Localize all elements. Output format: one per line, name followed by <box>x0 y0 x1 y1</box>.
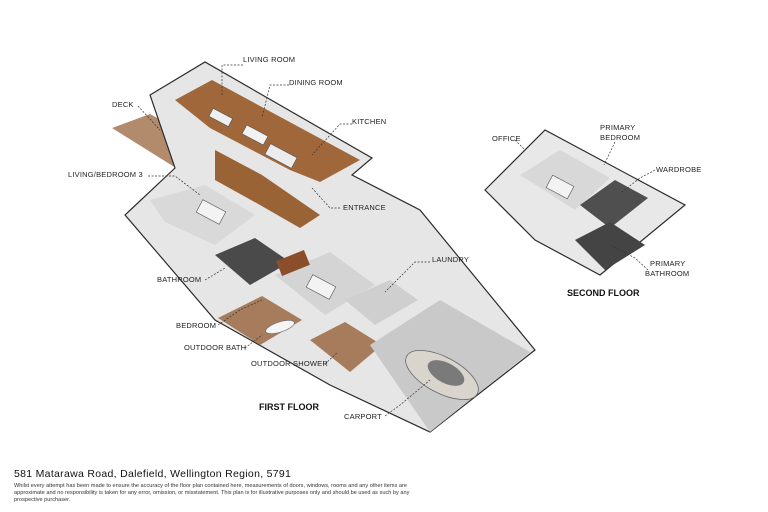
label-primary-bedroom-1: PRIMARY <box>600 123 635 132</box>
living-dining-floor <box>175 80 360 182</box>
first-floor-plan <box>112 61 536 433</box>
wardrobe-unit <box>276 249 310 277</box>
label-bathroom: BATHROOM <box>157 275 201 284</box>
label-deck: DECK <box>112 100 134 109</box>
label-laundry: LAUNDRY <box>432 255 469 264</box>
label-outdoor-shower: OUTDOOR SHOWER <box>251 359 328 368</box>
bathtub <box>265 320 295 334</box>
hall-floor <box>215 150 320 228</box>
label-carport: CARPORT <box>344 412 382 421</box>
primary-bed <box>545 174 575 200</box>
second-floor-title: SECOND FLOOR <box>567 288 640 298</box>
label-primary-bathroom-2: BATHROOM <box>645 269 689 278</box>
sofa <box>208 107 233 127</box>
label-primary-bedroom-2: BEDROOM <box>600 133 640 142</box>
primary-bedroom-floor <box>520 150 610 210</box>
bathroom-floor <box>215 238 290 285</box>
label-outdoor-bath: OUTDOOR BATH <box>184 343 246 352</box>
label-living-room: LIVING ROOM <box>243 55 295 64</box>
label-entrance: ENTRANCE <box>343 203 386 212</box>
wardrobe-floor <box>580 180 648 228</box>
second-floor-plan <box>484 129 687 276</box>
disclaimer-text: Whilst every attempt has been made to en… <box>14 483 410 503</box>
primary-bathroom-floor <box>575 222 645 270</box>
property-address: 581 Matarawa Road, Dalefield, Wellington… <box>14 468 292 480</box>
leader-lines <box>137 64 656 417</box>
label-bedroom: BEDROOM <box>176 321 216 330</box>
label-kitchen: KITCHEN <box>352 117 386 126</box>
dining-table <box>241 124 269 146</box>
kitchen-island <box>264 143 298 169</box>
label-living-bedroom-3: LIVING/BEDROOM 3 <box>68 170 143 179</box>
car <box>405 349 479 401</box>
label-wardrobe: WARDROBE <box>656 165 702 174</box>
outdoor-shower-deck <box>310 322 382 372</box>
label-primary-bathroom-1: PRIMARY <box>650 259 685 268</box>
outdoor-bath-deck <box>218 296 302 345</box>
bed-1 <box>305 274 337 300</box>
bed-3 <box>195 199 227 225</box>
first-floor-title: FIRST FLOOR <box>259 402 319 412</box>
label-office: OFFICE <box>492 134 521 143</box>
laundry-floor <box>345 280 418 325</box>
label-dining-room: DINING ROOM <box>289 78 343 87</box>
